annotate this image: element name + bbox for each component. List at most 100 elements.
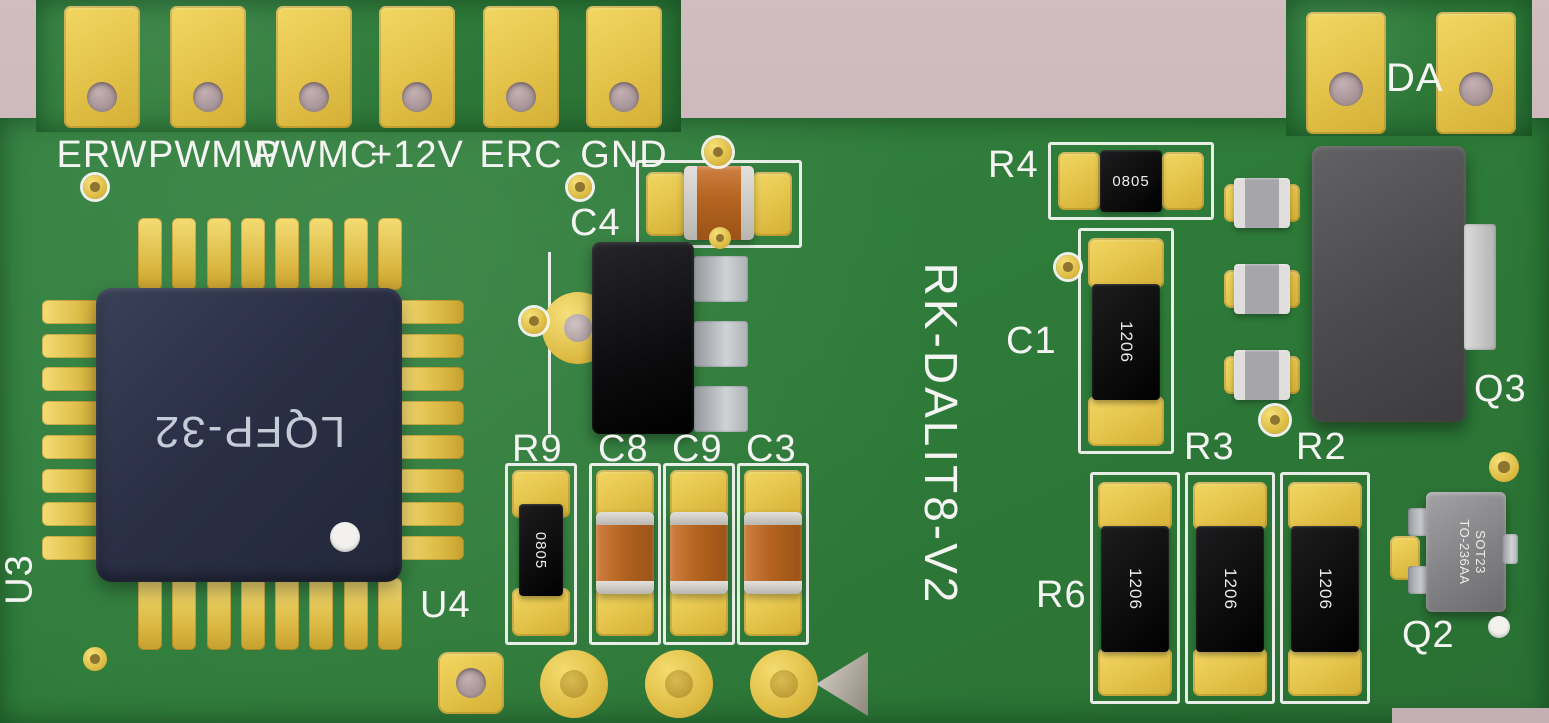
connector-pad-12v [379, 6, 455, 128]
lqfp-pins-left [42, 300, 106, 560]
c1-pad [1088, 238, 1164, 288]
pad-hole [299, 82, 329, 112]
r9-pad [512, 588, 570, 636]
r9-package-marking: 0805 [532, 531, 550, 569]
pad-hole [193, 82, 223, 112]
package-marking: 1206 [1220, 568, 1240, 610]
capacitor-terminal [670, 512, 728, 525]
chip-pin [309, 578, 334, 650]
capacitor-terminal [744, 581, 802, 594]
mount-pad-round [540, 650, 608, 718]
q3-tab [1464, 224, 1496, 350]
r6-label: R6 [1036, 574, 1087, 616]
connector-pad-pwmw [170, 6, 246, 128]
chip-pin [275, 218, 300, 290]
da-label: DA [1386, 56, 1444, 100]
chip-pin [42, 502, 106, 527]
connector-label-pwmc: PWMC [254, 134, 379, 176]
da-pad [1306, 12, 1386, 134]
u4-lead [694, 386, 748, 432]
chip-pin [275, 578, 300, 650]
chip-pin [398, 367, 464, 392]
chip-pin [240, 578, 265, 650]
capacitor-terminal [741, 166, 754, 240]
package-marking: 1206 [1125, 568, 1145, 610]
chip-pin [309, 218, 334, 290]
chip-pin [377, 578, 402, 650]
pad-hole [609, 82, 639, 112]
r6-resistor: 1206 [1101, 526, 1169, 652]
u4-label: U4 [420, 584, 471, 626]
resistor-pad [1098, 648, 1172, 696]
r4-label: R4 [988, 144, 1039, 186]
silkscreen-dot [1488, 616, 1510, 638]
chip-pin [138, 578, 162, 650]
c1-package-marking: 1206 [1116, 321, 1136, 363]
u4-lead [694, 256, 748, 302]
chip-pin [42, 468, 106, 493]
via [83, 175, 107, 199]
c8-silkscreen-outline [589, 463, 661, 645]
connector-label-erc: ERC [479, 134, 563, 176]
r4-pad [1162, 152, 1204, 210]
chip-pin [206, 218, 231, 290]
resistor-pad [1288, 648, 1362, 696]
pin1-marker-dot [330, 522, 360, 552]
r9-resistor: 0805 [519, 504, 563, 596]
via [704, 138, 732, 166]
chip-pin [398, 535, 464, 560]
mount-pad-round [645, 650, 713, 718]
board-edge-gap [1392, 708, 1549, 723]
chip-pin [398, 401, 464, 426]
chip-pin [172, 218, 197, 290]
r3-resistor: 1206 [1196, 526, 1264, 652]
resistor-pad [1193, 482, 1267, 530]
chip-pin [377, 218, 402, 290]
c8-capacitor [596, 512, 654, 594]
resistor-silkscreen-outline [1185, 472, 1275, 704]
c9-pad [670, 588, 728, 636]
chip-pin [240, 218, 265, 290]
lqfp-pins-right [398, 300, 464, 560]
c4-pad [646, 172, 686, 236]
chip-pin [42, 535, 106, 560]
resistor-silkscreen-outline [1090, 472, 1180, 704]
capacitor-terminal [670, 581, 728, 594]
connector-pad-gnd [586, 6, 662, 128]
chip-pin [398, 434, 464, 459]
chip-pin [42, 434, 106, 459]
c9-capacitor [670, 512, 728, 594]
capacitor-terminal [596, 581, 654, 594]
c1-silkscreen-outline [1078, 228, 1174, 454]
r4-resistor: 0805 [1100, 150, 1162, 212]
u3-label: U3 [0, 554, 41, 605]
connector-tab [36, 0, 681, 132]
chip-pin [42, 367, 106, 392]
q2-transistor [1426, 492, 1506, 612]
q2-package-marking: SOT23 TO-236AA [1444, 498, 1488, 606]
c9-pad [670, 470, 728, 518]
q2-lead [1502, 534, 1518, 564]
lqfp-pins-bottom [138, 578, 402, 650]
chip-pin [172, 578, 197, 650]
c3-pad [744, 470, 802, 518]
lqfp32-chip: LQFP-32 [96, 288, 402, 582]
q2-label: Q2 [1402, 614, 1455, 656]
lqfp-pins-top [138, 218, 402, 290]
chip-marking: LQFP-32 [152, 407, 346, 456]
pad-hole [506, 82, 536, 112]
c1-capacitor: 1206 [1092, 284, 1160, 400]
r3-label: R3 [1184, 426, 1235, 468]
capacitor-terminal [684, 166, 697, 240]
q2-lead [1408, 566, 1430, 594]
chip-pin [138, 218, 162, 290]
capacitor-terminal [744, 512, 802, 525]
via [1056, 255, 1080, 279]
via [521, 308, 547, 334]
c8-pad [596, 470, 654, 518]
q3-transistor [1312, 146, 1466, 422]
smd-component [1234, 178, 1290, 228]
c3-capacitor [744, 512, 802, 594]
q2-package-line2: TO-236AA [1456, 519, 1472, 585]
